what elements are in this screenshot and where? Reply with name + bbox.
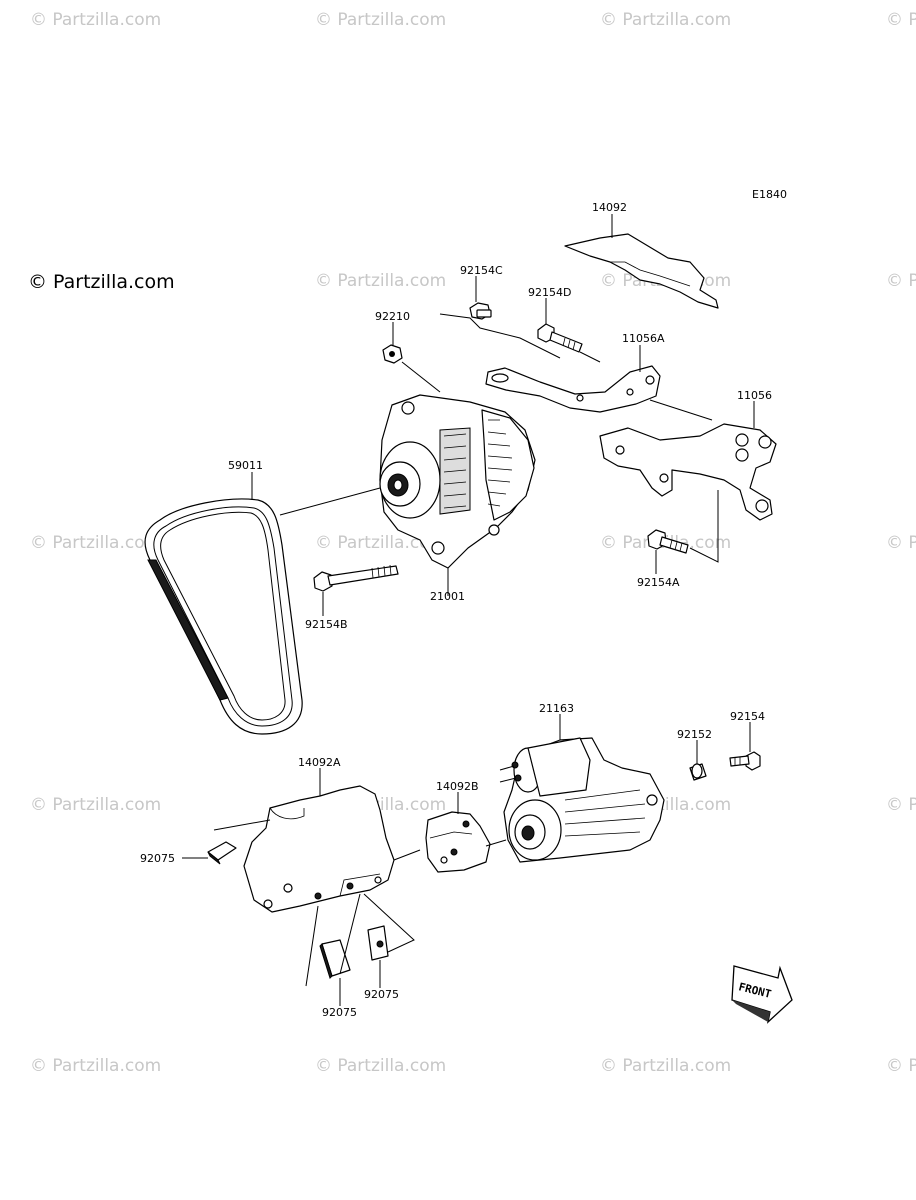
- callout-11056A: 11056A: [622, 332, 665, 345]
- watermark: © Partzilla.com: [886, 271, 916, 291]
- watermark: © Partzilla.com: [315, 533, 446, 553]
- callout-92075-right: 92075: [364, 988, 399, 1001]
- watermark: © Partzilla.com: [886, 533, 916, 553]
- callout-92154B: 92154B: [305, 618, 348, 631]
- part-92075-pad-left[interactable]: [207, 841, 237, 865]
- watermark: © Partzilla.com: [600, 10, 731, 30]
- callout-14092A: 14092A: [298, 756, 341, 769]
- part-92075-pad-right[interactable]: [367, 925, 389, 961]
- callout-14092: 14092: [592, 201, 627, 214]
- watermark: © Partzilla.com: [30, 1056, 161, 1076]
- callout-92154A: 92154A: [637, 576, 680, 589]
- part-59011-belt[interactable]: [144, 498, 303, 735]
- diagram-code: E1840: [752, 188, 787, 201]
- callout-92152: 92152: [677, 728, 712, 741]
- callout-59011: 59011: [228, 459, 263, 472]
- callout-92154: 92154: [730, 710, 765, 723]
- part-11056A-bracket[interactable]: [485, 365, 661, 413]
- watermark: © Partzilla.com: [315, 1056, 446, 1076]
- part-92154A-bolt[interactable]: [647, 529, 689, 554]
- watermark: © Partzilla.com: [30, 533, 161, 553]
- watermark: © Partzilla.com: [30, 10, 161, 30]
- part-92210-nut[interactable]: [382, 344, 403, 364]
- callout-92075-bottom: 92075: [322, 1006, 357, 1019]
- callout-14092B: 14092B: [436, 780, 479, 793]
- watermark: © Partzilla.com: [886, 795, 916, 815]
- callout-92154C: 92154C: [460, 264, 503, 277]
- part-14092B-cover[interactable]: [425, 811, 491, 873]
- part-92154C-bolt[interactable]: [469, 302, 492, 320]
- part-92154D-bolt[interactable]: [537, 323, 583, 353]
- part-14092A-cover[interactable]: [243, 785, 395, 913]
- watermark: © Partzilla.com: [315, 271, 446, 291]
- part-92154B-bolt[interactable]: [313, 564, 399, 592]
- watermark: © Partzilla.com: [30, 795, 161, 815]
- front-arrow-icon: FRONT: [731, 965, 793, 1024]
- part-92152-collar[interactable]: [689, 763, 707, 781]
- part-21163-starter[interactable]: [499, 737, 665, 863]
- watermark: © Partzilla.com: [886, 10, 916, 30]
- callout-21001: 21001: [430, 590, 465, 603]
- part-21001-alternator[interactable]: [379, 394, 536, 569]
- part-11056-bracket[interactable]: [599, 423, 777, 521]
- part-92154-bolt[interactable]: [729, 751, 761, 771]
- callout-21163: 21163: [539, 702, 574, 715]
- watermark: © Partzilla.com: [886, 1056, 916, 1076]
- part-14092-cover[interactable]: [564, 233, 719, 309]
- watermark: © Partzilla.com: [315, 10, 446, 30]
- callout-92210: 92210: [375, 310, 410, 323]
- callout-92075-left: 92075: [140, 852, 175, 865]
- part-92075-pad-bottom[interactable]: [319, 939, 351, 979]
- watermark: © Partzilla.com: [600, 1056, 731, 1076]
- callout-92154D: 92154D: [528, 286, 571, 299]
- copyright-text: © Partzilla.com: [28, 271, 175, 293]
- callout-11056: 11056: [737, 389, 772, 402]
